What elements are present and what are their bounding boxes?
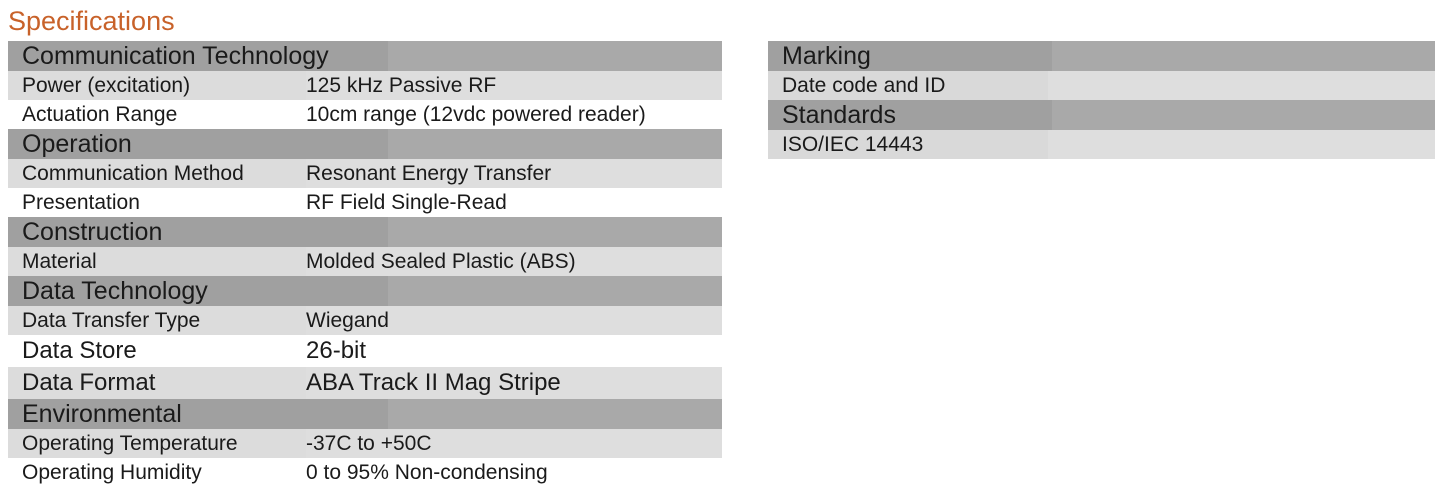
spec-label: Data Transfer Type	[22, 308, 201, 332]
section-header-data-technology: Data Technology	[8, 276, 722, 306]
section-heading: Marking	[768, 41, 1052, 71]
spec-value	[1048, 130, 1435, 159]
section-header-operation: Operation	[8, 129, 722, 159]
section-heading: Operation	[8, 129, 388, 159]
spec-value: Wiegand	[306, 306, 722, 335]
section-heading: Communication Technology	[8, 41, 388, 71]
spec-value: 26-bit	[306, 337, 367, 364]
spec-row-operating-temperature: Operating Temperature -37C to +50C	[8, 429, 722, 458]
spec-value: 10cm range (12vdc powered reader)	[306, 102, 646, 126]
spec-label: ISO/IEC 14443	[768, 130, 1048, 159]
spec-value: -37C to +50C	[306, 429, 722, 458]
spec-label: Date code and ID	[768, 71, 1048, 100]
spec-row-data-format: Data Format ABA Track II Mag Stripe	[8, 367, 722, 399]
spec-label: Communication Method	[22, 161, 244, 185]
section-heading: Environmental	[8, 399, 388, 429]
spec-label: Operating Humidity	[22, 460, 202, 484]
section-header-communication-technology: Communication Technology	[8, 41, 722, 71]
spec-value: 125 kHz Passive RF	[306, 71, 722, 100]
spec-label: Data Format	[22, 369, 156, 396]
specifications-table-left: Communication Technology Power (excitati…	[8, 41, 722, 487]
spec-row-date-code: Date code and ID	[768, 71, 1435, 100]
page-title: Specifications	[8, 6, 175, 36]
spec-label: Actuation Range	[22, 102, 178, 126]
spec-row-iso-iec: ISO/IEC 14443	[768, 130, 1435, 159]
section-header-construction: Construction	[8, 217, 722, 247]
spec-value: ABA Track II Mag Stripe	[306, 367, 722, 399]
section-heading: Standards	[768, 100, 1052, 130]
spec-label: Operating Temperature	[22, 431, 238, 455]
spec-row-presentation: Presentation RF Field Single-Read	[8, 188, 722, 217]
spec-value: Molded Sealed Plastic (ABS)	[306, 247, 722, 276]
spec-label: Presentation	[22, 190, 140, 214]
spec-label: Data Store	[22, 337, 137, 364]
section-heading: Data Technology	[8, 276, 388, 306]
spec-value: RF Field Single-Read	[306, 190, 507, 214]
specifications-table-right: Marking Date code and ID Standards ISO/I…	[768, 41, 1435, 159]
spec-label: Material	[22, 249, 97, 273]
spec-row-data-store: Data Store 26-bit	[8, 335, 722, 367]
section-header-environmental: Environmental	[8, 399, 722, 429]
section-header-marking: Marking	[768, 41, 1435, 71]
spec-row-material: Material Molded Sealed Plastic (ABS)	[8, 247, 722, 276]
spec-row-communication-method: Communication Method Resonant Energy Tra…	[8, 159, 722, 188]
section-heading: Construction	[8, 217, 388, 247]
spec-value	[1048, 71, 1435, 100]
spec-row-power: Power (excitation) 125 kHz Passive RF	[8, 71, 722, 100]
spec-value: 0 to 95% Non-condensing	[306, 460, 548, 484]
spec-value: Resonant Energy Transfer	[306, 159, 722, 188]
section-header-standards: Standards	[768, 100, 1435, 130]
spec-row-actuation-range: Actuation Range 10cm range (12vdc powere…	[8, 100, 722, 129]
spec-row-data-transfer-type: Data Transfer Type Wiegand	[8, 306, 722, 335]
spec-label: Power (excitation)	[22, 73, 191, 97]
spec-row-operating-humidity: Operating Humidity 0 to 95% Non-condensi…	[8, 458, 722, 487]
